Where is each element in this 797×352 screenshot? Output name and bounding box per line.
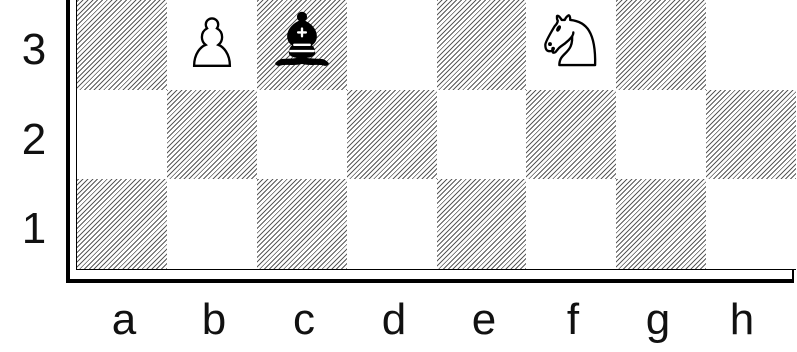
square-d2[interactable] — [347, 90, 437, 180]
chessboard — [77, 0, 796, 269]
square-b2[interactable] — [167, 90, 257, 180]
square-d1[interactable] — [347, 179, 437, 269]
square-c2[interactable] — [257, 90, 347, 180]
white-pawn-icon[interactable] — [177, 4, 247, 74]
square-g2[interactable] — [616, 90, 706, 180]
black-bishop-icon[interactable] — [267, 4, 337, 74]
file-label-d: d — [364, 298, 424, 342]
square-f2[interactable] — [526, 90, 616, 180]
square-g3[interactable] — [616, 0, 706, 90]
file-label-g: g — [628, 298, 688, 342]
square-b1[interactable] — [167, 179, 257, 269]
square-e2[interactable] — [437, 90, 527, 180]
file-label-f: f — [543, 298, 603, 342]
square-e1[interactable] — [437, 179, 527, 269]
square-b3[interactable] — [167, 0, 257, 90]
rank-label-3: 3 — [14, 28, 54, 72]
square-d3[interactable] — [347, 0, 437, 90]
square-h2[interactable] — [706, 90, 796, 180]
rank-label-1: 1 — [14, 207, 54, 251]
file-label-h: h — [712, 298, 772, 342]
file-label-c: c — [274, 298, 334, 342]
square-h1[interactable] — [706, 179, 796, 269]
square-a2[interactable] — [77, 90, 167, 180]
square-f3[interactable] — [526, 0, 616, 90]
file-label-e: e — [454, 298, 514, 342]
white-knight-icon[interactable] — [536, 4, 606, 74]
square-g1[interactable] — [616, 179, 706, 269]
square-c1[interactable] — [257, 179, 347, 269]
square-f1[interactable] — [526, 179, 616, 269]
square-c3[interactable] — [257, 0, 347, 90]
square-a1[interactable] — [77, 179, 167, 269]
file-label-a: a — [94, 298, 154, 342]
square-h3[interactable] — [706, 0, 796, 90]
square-e3[interactable] — [437, 0, 527, 90]
rank-label-2: 2 — [14, 118, 54, 162]
file-label-b: b — [184, 298, 244, 342]
square-a3[interactable] — [77, 0, 167, 90]
